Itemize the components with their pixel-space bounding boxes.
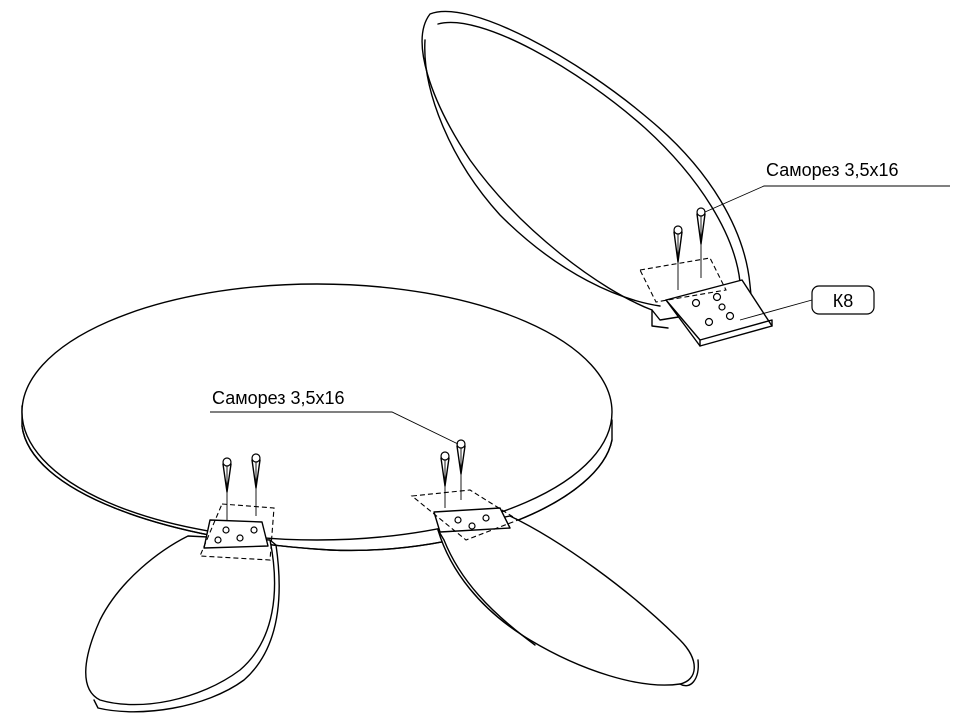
screw-label-bottom: Саморез 3,5х16 xyxy=(212,388,345,408)
round-tabletop xyxy=(21,283,613,552)
screw-marks-top xyxy=(639,207,727,303)
callout-part-k8: К8 xyxy=(739,285,875,321)
part-badge-label: К8 xyxy=(833,291,854,311)
screw-marks-left xyxy=(199,453,275,561)
screw-label-top: Саморез 3,5х16 xyxy=(766,160,899,180)
callout-screw-bottom: Саморез 3,5х16 xyxy=(210,388,459,445)
bracket-right xyxy=(433,507,511,533)
part-badge xyxy=(811,285,875,315)
leaf-panel-left xyxy=(85,535,280,713)
bracket-k8 xyxy=(665,279,773,347)
callout-screw-top: Саморез 3,5х16 xyxy=(704,160,950,213)
bracket-left xyxy=(203,519,269,549)
leaf-panel-top xyxy=(421,10,753,329)
leaf-panel-right xyxy=(437,515,699,687)
